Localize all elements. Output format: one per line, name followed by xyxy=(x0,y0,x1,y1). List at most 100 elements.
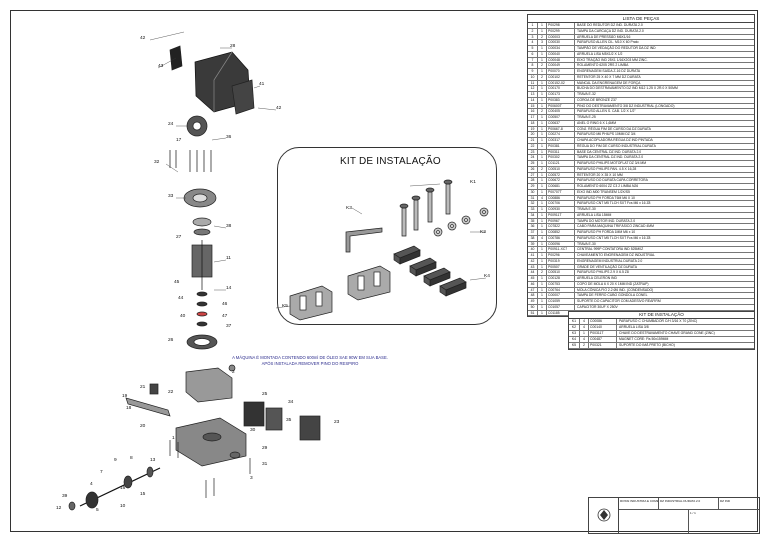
quantity: 1 xyxy=(580,331,589,336)
description: TAMPA DA CENTRAL DZ IND. DURATA 2.0 xyxy=(577,155,644,160)
balloon-k1: K1 xyxy=(470,180,476,185)
description: ENGRENAGEM SAÍDA Z-16 DZ DURATA xyxy=(577,69,641,73)
part-code: P00298 xyxy=(547,23,575,28)
description: TAMPA DE FERRO CUBO GONDOLA CONEL xyxy=(577,293,648,298)
item-number: 36 xyxy=(528,224,538,229)
item-number: 19 xyxy=(528,126,538,132)
description: BUCHA DO DESTRAVAMENTO DZ IND M12 1.25 X… xyxy=(577,86,678,91)
item-number: 51 xyxy=(528,310,538,316)
item-number: 28 xyxy=(528,178,538,183)
part-code: C00886 xyxy=(547,195,575,201)
part-code: C01057 xyxy=(547,304,575,310)
item-number: 42 xyxy=(528,258,538,264)
part-code: P00383 xyxy=(547,97,575,103)
balloon-31: 31 xyxy=(262,462,268,467)
part-code: C00637 xyxy=(547,120,575,126)
part-code: P00296 xyxy=(547,253,575,258)
item-number: 7 xyxy=(528,57,538,63)
description: ROLAMENTO 6205 2RS 2 LIMBA xyxy=(577,63,629,68)
quantity: 4 xyxy=(538,195,547,201)
description: TAMPÃO DE VEDAÇÃO DO REDUTOR DA DZ IND xyxy=(577,46,656,50)
description: ROLAMENTO 6004 ZZ C3 2 LIMBA N26 xyxy=(577,184,639,188)
description: ARRUELA LISA M5X1/2 X 1/2 xyxy=(577,51,623,56)
kit-artwork xyxy=(289,179,489,321)
title-block-logo xyxy=(588,497,619,534)
balloon-28: 28 xyxy=(230,44,236,49)
part-code: P00967 xyxy=(547,218,575,224)
item-number: 24 xyxy=(528,155,538,160)
part-code: C00930 xyxy=(547,207,575,212)
description: ARRUELA CELERON IND xyxy=(577,276,617,280)
quantity: 1 xyxy=(538,241,547,247)
balloon-4: 4 xyxy=(90,482,93,487)
balloon-40: 40 xyxy=(180,314,186,319)
description: TAMPA DA CARCAÇA DZ IND. DURATA 2.0 xyxy=(577,28,644,33)
description: PARAFUSO CNT M5 TLCH SXT Fcs M6 x 16 Z8 xyxy=(577,235,651,240)
part-code: P00707T xyxy=(547,189,575,195)
part-code: C01059 xyxy=(547,299,575,304)
part-code: P00070 xyxy=(547,69,575,74)
quantity: 1 xyxy=(538,57,547,63)
part-code: P00600T xyxy=(547,103,575,109)
part-code: C00007 xyxy=(547,293,575,298)
quantity: 1 xyxy=(538,264,547,270)
item-number: 35 xyxy=(528,218,538,224)
description: CHAPA ACOPLADORA RÉGUA DZ IND PINTADA xyxy=(577,138,653,142)
quantity: 1 xyxy=(538,172,547,178)
part-code: P00311T xyxy=(589,331,617,336)
quantity: 1 xyxy=(538,69,547,74)
quantity: 2 xyxy=(538,109,547,114)
part-code: C00487 xyxy=(589,337,617,342)
balloon-18: 18 xyxy=(126,406,132,411)
quantity: 4 xyxy=(580,319,589,324)
part-code: P00311 xyxy=(547,149,575,155)
quantity: 1 xyxy=(538,230,547,235)
description: PARAFUSO ALLEN CIL. M10 X 60 Prato xyxy=(577,40,639,45)
description: GRADE DE VENTILAÇÃO DZ DURATA xyxy=(577,264,637,269)
quantity: 1 xyxy=(538,126,547,132)
part-code: C00786 xyxy=(547,235,575,241)
description: PARAFUSO DO DURATA CAPA CORRETORA xyxy=(577,178,648,183)
title-block: ROSSI INDUSTRIA E COMERCIO LTDA DZ INDUS… xyxy=(618,497,760,534)
description: RÉGUA DO FIM DE CURSO INDUSTRIAL DURATA xyxy=(577,143,656,148)
part-code: C01121 xyxy=(547,161,575,166)
quantity: 4 xyxy=(580,337,589,342)
description: MANCAL DA ENGRENAGEM DE FORÇA xyxy=(577,80,641,85)
kit-list-title: KIT DE INSTALAÇÃO xyxy=(569,312,754,319)
description: ANEL O RING 6 X 1,6MM xyxy=(577,120,617,125)
quantity: 1 xyxy=(538,97,547,103)
quantity: 1 xyxy=(538,253,547,258)
drawing-title: DZ INDUSTRIAL DURATA 2.0 xyxy=(659,498,719,510)
description: CENTRAL 999P CONTATORA IND 525M0Z xyxy=(577,247,644,252)
quantity: 1 xyxy=(538,184,547,189)
description: TAMPA DO MOTOR IND. DURATA 2.0 xyxy=(577,218,636,223)
description: COPO DE MOLA 6 X 20 X 1MM IND (ZATRAP) xyxy=(577,281,649,286)
item-number: 6 xyxy=(528,51,538,57)
item-number: 32 xyxy=(528,201,538,206)
part-code: P00911-XC7 xyxy=(547,247,575,252)
description: CAPACITOR 30UF X 250V xyxy=(577,304,618,309)
part-code: C00003 xyxy=(547,34,575,40)
part-code: C00681 xyxy=(547,184,575,189)
item-number: K5 xyxy=(569,343,580,348)
balloon-35: 35 xyxy=(286,418,292,423)
description: MOLA CÔNICA FIO 2.2 Ø6 IND. (CONDENSADO) xyxy=(577,287,654,292)
description: PINO DO DESTRAVAMENTO 3/8 DZ INDUSTRIAL … xyxy=(577,103,675,108)
kit-installation-box xyxy=(277,147,497,325)
